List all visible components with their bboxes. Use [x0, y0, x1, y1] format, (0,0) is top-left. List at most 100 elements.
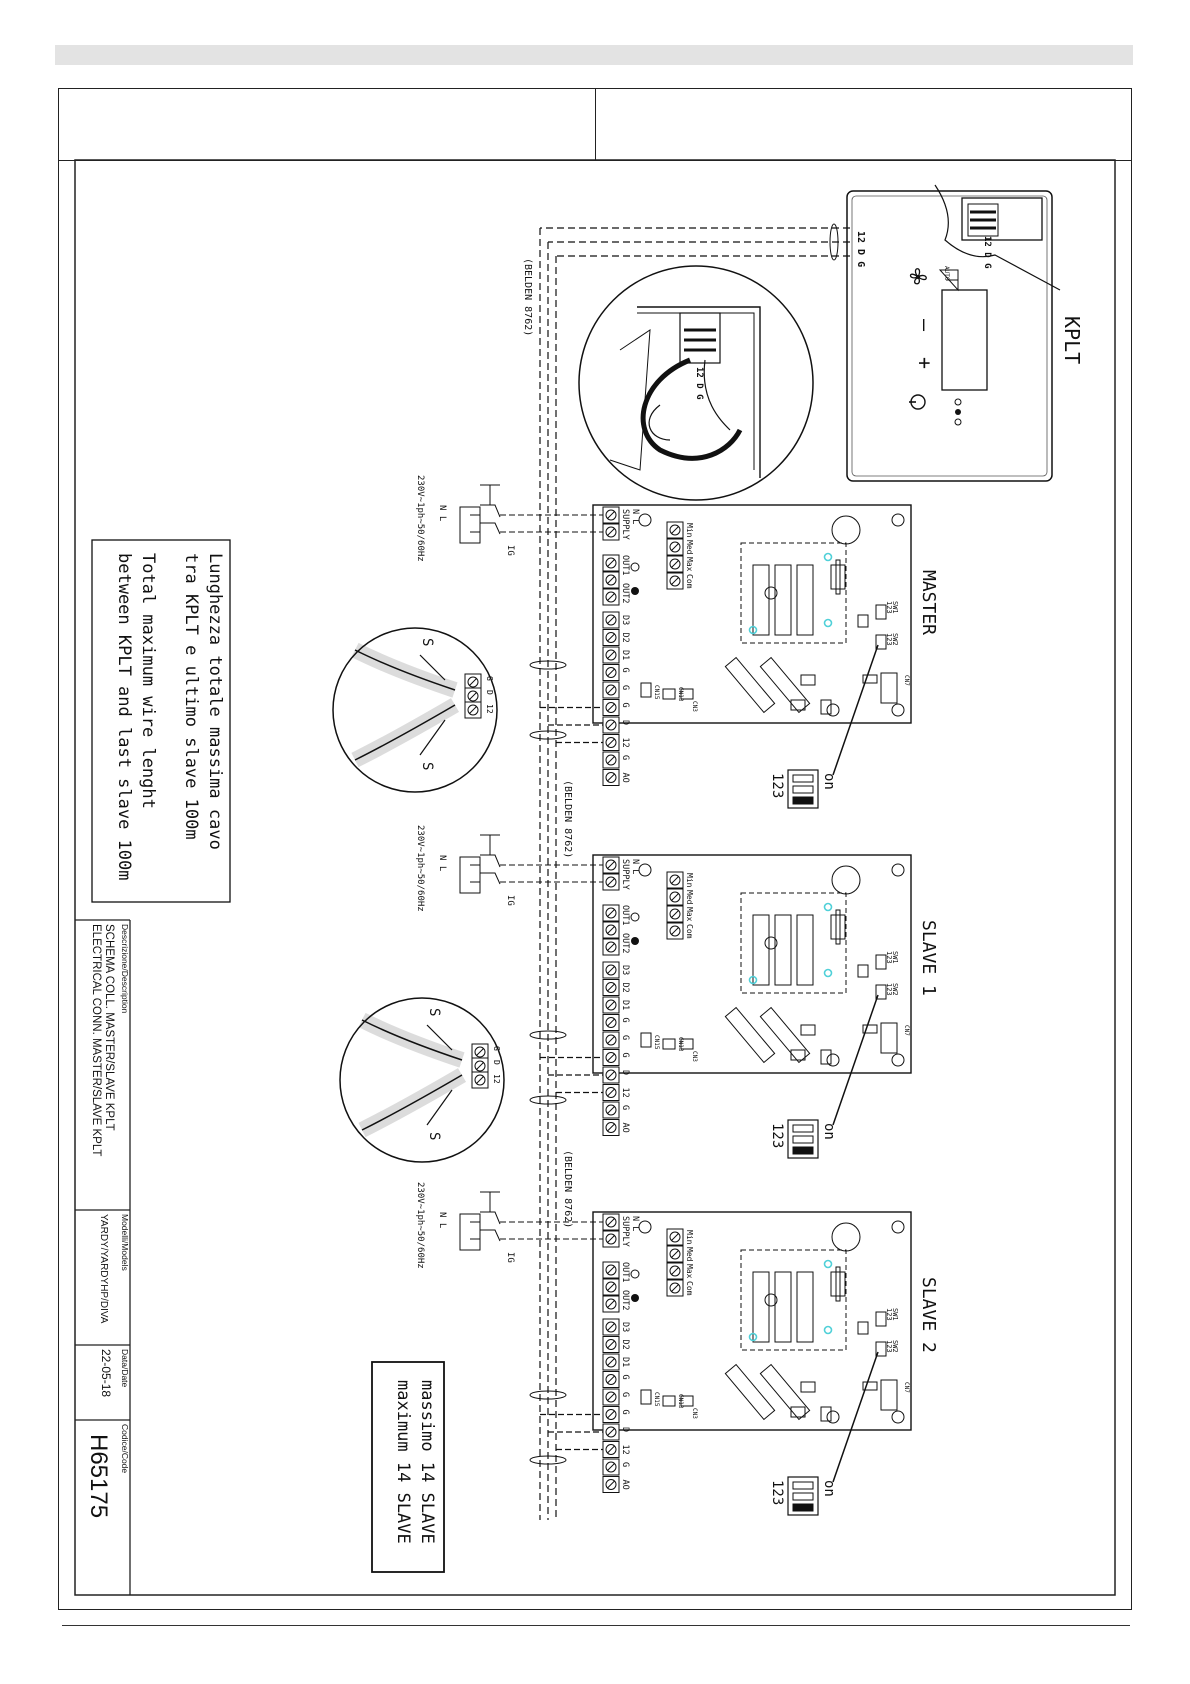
terminal-label: G [620, 1035, 630, 1040]
power-ig-label: IG [505, 545, 515, 556]
terminal-label: G [620, 1410, 630, 1415]
fan-level-icon [938, 269, 959, 292]
power-ig-label: IG [505, 895, 515, 906]
fan-speed-label: Com [685, 574, 694, 589]
sw2-label: SW2 [891, 633, 899, 646]
out1-label: OUT1 [620, 1262, 630, 1282]
supply-label: SUPPLY [620, 859, 630, 890]
terminal-label: D3 [620, 615, 630, 625]
terminal-label: D2 [620, 1340, 630, 1350]
out1-label: OUT1 [620, 555, 630, 575]
note-length-line1: Lunghezza totale massima cavo [205, 553, 225, 850]
power-nl-label: N L [437, 1212, 447, 1228]
out2-label: OUT2 [620, 1290, 630, 1310]
shield-d-label: D [492, 1060, 501, 1065]
desc-it: SCHEMA COLL. MASTER/SLAVE KPLT [103, 924, 115, 1131]
sw1-numbers: 123 [885, 601, 893, 614]
terminal-label: D2 [620, 633, 630, 643]
terminal-label: 12 [620, 1445, 630, 1455]
dip-numbers: 123 [769, 773, 785, 798]
sw2-numbers: 123 [885, 983, 893, 996]
sw2-numbers: 123 [885, 1340, 893, 1353]
dip-on-label: on [821, 1123, 837, 1140]
mode-icons [954, 398, 962, 426]
terminal-label: D3 [620, 1322, 630, 1332]
terminal-label: D [620, 720, 630, 725]
cn7-label: CN7 [903, 1382, 910, 1393]
note-max-line1: massimo 14 SLAVE [417, 1380, 437, 1544]
note-length-line3: Total maximum wire lenght [138, 553, 158, 809]
terminal-label: 12 [620, 738, 630, 748]
shield-s-label: S [426, 1132, 442, 1140]
cn7-label: CN7 [903, 1025, 910, 1036]
shield-12-label: 12 [485, 704, 494, 714]
fan-speed-label: Max [685, 907, 694, 922]
out2-label: OUT2 [620, 933, 630, 953]
unit-name-1: SLAVE 1 [918, 920, 939, 996]
dip-on-label: on [821, 773, 837, 790]
note-max-line2: maximum 14 SLAVE [393, 1380, 413, 1544]
supply-nl-label: N L [630, 859, 640, 874]
cn7-label: CN7 [903, 675, 910, 686]
terminal-label: G [620, 703, 630, 708]
power-label: 230V~1ph~50/60Hz [415, 1182, 425, 1269]
terminal-label: G [620, 685, 630, 690]
terminal-label: G [620, 668, 630, 673]
models-label: Modelli/Models [120, 1214, 130, 1271]
terminal-label: AO [620, 1123, 630, 1133]
power-nl-label: N L [437, 855, 447, 871]
cn15-label: CN15 [653, 1035, 660, 1050]
terminal-label: D1 [620, 1000, 630, 1010]
fan-speed-label: Com [685, 924, 694, 939]
cn3-label: CN3 [691, 1408, 698, 1419]
terminal-label: D [620, 1070, 630, 1075]
terminal-label: G [620, 1462, 630, 1467]
kplt-title: KPLT [1060, 316, 1084, 364]
terminal-label: G [620, 1105, 630, 1110]
unit-name-2: SLAVE 2 [918, 1277, 939, 1353]
terminal-label: 12 [620, 1088, 630, 1098]
note-length-line4: between KPLT and last slave 100m [114, 553, 134, 881]
shield-d-label: D [485, 690, 494, 695]
supply-label: SUPPLY [620, 1216, 630, 1247]
kplt-plus-button[interactable]: + [913, 357, 937, 369]
power-nl-label: N L [437, 505, 447, 521]
terminal-label: D3 [620, 965, 630, 975]
shield-s-label: S [419, 638, 435, 646]
cn3-label: CN3 [691, 701, 698, 712]
out1-label: OUT1 [620, 905, 630, 925]
sw1-label: SW1 [891, 601, 899, 614]
code-value: H65175 [85, 1434, 112, 1518]
shield-g-label: G [485, 676, 494, 681]
kplt-detail-terminals: 12 D G [694, 367, 704, 400]
terminal-label: G [620, 1392, 630, 1397]
desc-label: Descrizione/Description [120, 924, 130, 1014]
fan-speed-label: Min [685, 1230, 694, 1245]
footer-rule [62, 1625, 1130, 1626]
kplt-detail-circle: 12 D G [578, 265, 814, 501]
terminal-label: AO [620, 1480, 630, 1490]
kplt-auto-label: AUTO [943, 266, 950, 281]
dip-numbers: 123 [769, 1480, 785, 1505]
terminal-label: D [620, 1427, 630, 1432]
terminal-label: D1 [620, 650, 630, 660]
terminal-label: G [620, 755, 630, 760]
sw1-label: SW1 [891, 951, 899, 964]
kplt-terminal-label: 12 D G [855, 231, 866, 267]
fan-speed-label: Min [685, 873, 694, 888]
fan-speed-label: Med [685, 1247, 694, 1262]
terminal-label: D1 [620, 1357, 630, 1367]
power-icon [909, 394, 926, 410]
sw2-numbers: 123 [885, 633, 893, 646]
sw1-label: SW1 [891, 1308, 899, 1321]
kplt-minus-button[interactable]: – [913, 319, 937, 332]
desc-en: ELECTRICAL CONN. MASTER/SLAVE KPLT [90, 924, 102, 1156]
header-cell-divider [595, 88, 596, 160]
